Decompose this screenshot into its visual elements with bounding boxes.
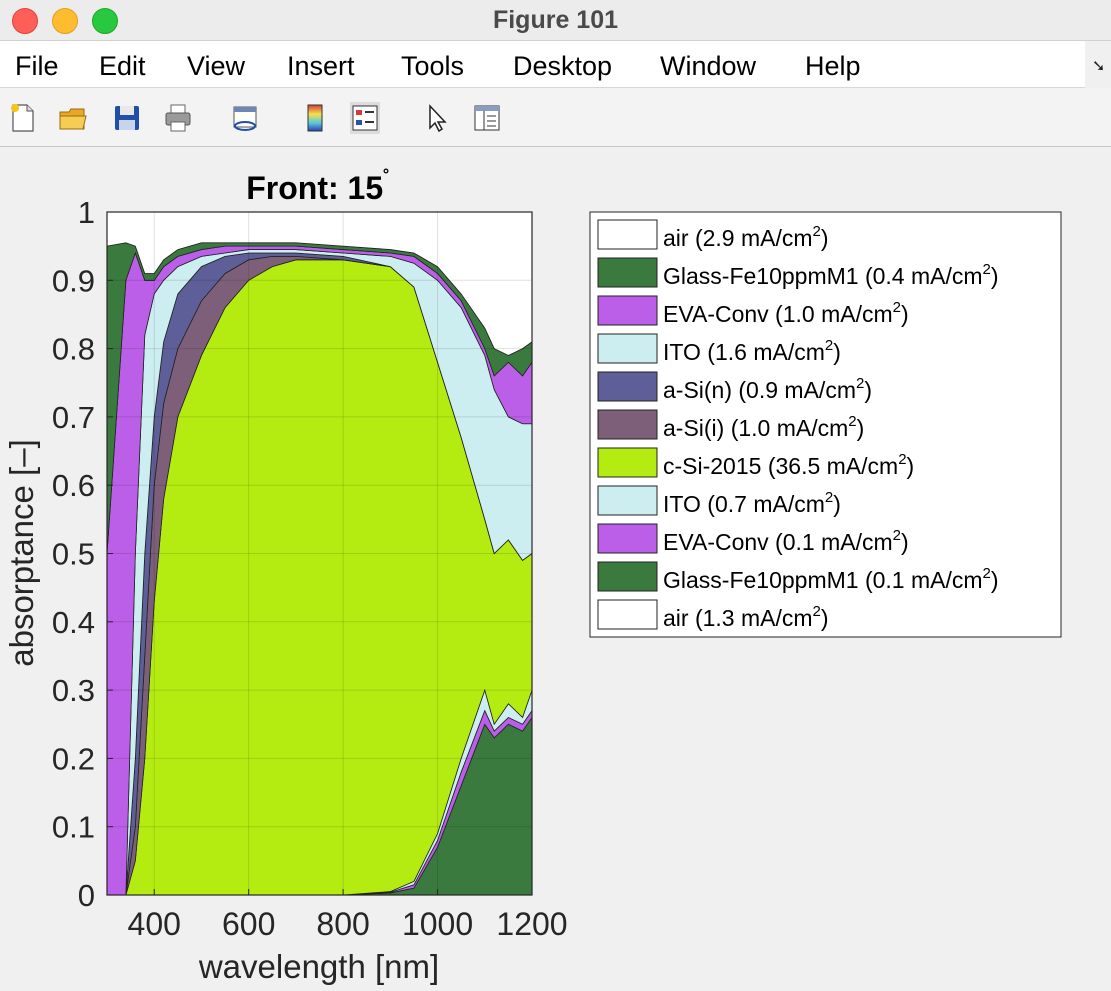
new-figure-icon[interactable] xyxy=(8,102,38,134)
legend-swatch xyxy=(597,295,658,326)
legend-item: a-Si(n) (0.9 mA/cm2) xyxy=(597,371,872,403)
legend: air (2.9 mA/cm2) Glass-Fe10ppmM1 (0.4 mA/… xyxy=(597,219,999,631)
legend-label: air (2.9 mA/cm2) xyxy=(663,223,829,251)
y-tick-label: 0.9 xyxy=(52,263,95,298)
y-tick-label: 0.2 xyxy=(52,741,95,776)
y-tick-label: 0.1 xyxy=(52,810,95,845)
x-tick-label: 1200 xyxy=(496,906,567,942)
x-tick-label: 800 xyxy=(316,906,369,942)
legend-swatch xyxy=(597,447,658,478)
y-tick-label: 0.4 xyxy=(52,605,95,640)
save-icon[interactable] xyxy=(112,102,142,134)
colorbar-icon[interactable] xyxy=(300,102,330,134)
menu-bar: File Edit View Insert Tools Desktop Wind… xyxy=(0,41,1085,88)
menu-desktop[interactable]: Desktop xyxy=(513,51,613,81)
open-file-icon[interactable] xyxy=(58,102,88,134)
menu-edit[interactable]: Edit xyxy=(99,51,146,81)
edit-plot-icon[interactable] xyxy=(424,102,454,134)
y-tick-label: 1 xyxy=(78,195,95,230)
legend-item: ITO (1.6 mA/cm2) xyxy=(597,333,841,365)
legend-label: a-Si(n) (0.9 mA/cm2) xyxy=(663,375,872,403)
legend-swatch xyxy=(597,257,658,288)
title-bar: Figure 101 xyxy=(0,0,1111,41)
legend-swatch xyxy=(597,599,658,630)
legend-item: Glass-Fe10ppmM1 (0.1 mA/cm2) xyxy=(597,561,999,593)
dock-arrow-icon[interactable]: ➘ xyxy=(1092,58,1106,75)
legend-swatch xyxy=(597,523,658,554)
link-plot-icon[interactable] xyxy=(230,102,260,134)
minimize-window-button[interactable] xyxy=(52,8,78,34)
y-tick-label: 0.3 xyxy=(52,673,95,708)
x-tick-label: 1000 xyxy=(402,906,473,942)
legend-label: air (1.3 mA/cm2) xyxy=(663,603,829,631)
legend-label: Glass-Fe10ppmM1 (0.4 mA/cm2) xyxy=(663,261,999,289)
stacked-areas xyxy=(106,211,533,896)
legend-label: Glass-Fe10ppmM1 (0.1 mA/cm2) xyxy=(663,565,999,593)
y-tick-label: 0.5 xyxy=(52,537,95,572)
y-tick-label: 0.8 xyxy=(52,332,95,367)
menu-tools[interactable]: Tools xyxy=(401,51,465,81)
x-axis-label: wavelength [nm] xyxy=(198,948,439,985)
menu-insert[interactable]: Insert xyxy=(287,51,355,81)
legend-swatch xyxy=(597,371,658,402)
legend-label: c-Si-2015 (36.5 mA/cm2) xyxy=(663,451,914,479)
close-window-button[interactable] xyxy=(12,8,38,34)
y-tick-label: 0.6 xyxy=(52,468,95,503)
legend-item: a-Si(i) (1.0 mA/cm2) xyxy=(597,409,864,441)
legend-swatch xyxy=(597,485,658,516)
legend-swatch xyxy=(597,333,658,364)
y-tick-label: 0.7 xyxy=(52,400,95,435)
legend-swatch xyxy=(597,409,658,440)
legend-label: ITO (0.7 mA/cm2) xyxy=(663,489,841,517)
x-axis-ticks: 400 600 800 1000 1200 xyxy=(128,889,568,942)
legend-box xyxy=(589,211,1062,638)
legend-label: EVA-Conv (0.1 mA/cm2) xyxy=(663,527,909,555)
window-title: Figure 101 xyxy=(492,6,619,34)
zoom-window-button[interactable] xyxy=(92,8,118,34)
legend-item: air (1.3 mA/cm2) xyxy=(597,599,829,631)
toolbar xyxy=(0,88,1111,147)
menu-window[interactable]: Window xyxy=(660,51,757,81)
y-axis-ticks: 0 0.1 0.2 0.3 0.4 0.5 0.6 0.7 0.8 0.9 1 xyxy=(52,195,113,913)
menu-view[interactable]: View xyxy=(187,51,246,81)
x-tick-label: 600 xyxy=(222,906,275,942)
y-tick-label: 0 xyxy=(78,878,95,913)
y-axis-label: absorptance [–] xyxy=(3,439,40,667)
legend-item: c-Si-2015 (36.5 mA/cm2) xyxy=(597,447,914,479)
legend-item: EVA-Conv (1.0 mA/cm2) xyxy=(597,295,909,327)
legend-swatch xyxy=(597,561,658,592)
legend-icon[interactable] xyxy=(350,102,380,134)
legend-item: air (2.9 mA/cm2) xyxy=(597,219,829,251)
chart-title: Front: 15˚ xyxy=(246,167,390,206)
legend-item: ITO (0.7 mA/cm2) xyxy=(597,485,841,517)
property-inspector-icon[interactable] xyxy=(472,102,502,134)
menu-help[interactable]: Help xyxy=(805,51,861,81)
legend-item: EVA-Conv (0.1 mA/cm2) xyxy=(597,523,909,555)
menu-file[interactable]: File xyxy=(15,51,59,81)
print-icon[interactable] xyxy=(163,102,193,134)
legend-label: EVA-Conv (1.0 mA/cm2) xyxy=(663,299,909,327)
legend-item: Glass-Fe10ppmM1 (0.4 mA/cm2) xyxy=(597,257,999,289)
legend-swatch xyxy=(597,219,658,250)
x-tick-label: 400 xyxy=(128,906,181,942)
legend-label: ITO (1.6 mA/cm2) xyxy=(663,337,841,365)
legend-label: a-Si(i) (1.0 mA/cm2) xyxy=(663,413,864,441)
